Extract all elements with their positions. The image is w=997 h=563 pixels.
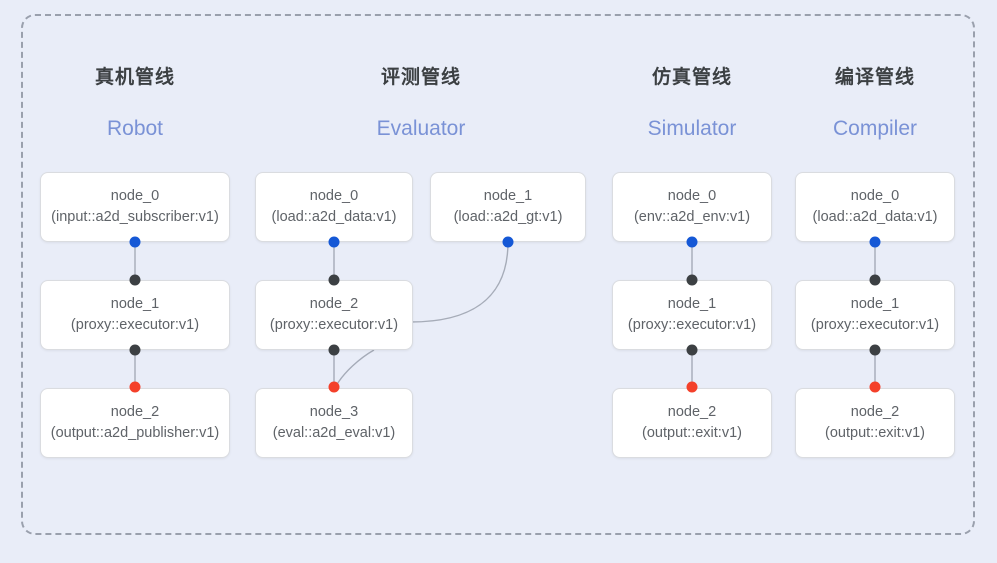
column-title-cn: 编译管线: [834, 67, 915, 88]
port-input-black[interactable]: [686, 274, 698, 286]
node-box[interactable]: node_0 (env::a2d_env:v1): [612, 172, 772, 242]
column-header-simulator: 仿真管线 Simulator: [582, 62, 802, 141]
column-header-evaluator: 评测管线 Evaluator: [311, 62, 531, 141]
node-type: (eval::a2d_eval:v1): [272, 425, 396, 441]
node-type: (proxy::executor:v1): [70, 317, 200, 333]
column-title-en: Robot: [106, 117, 164, 140]
column-header-compiler: 编译管线 Compiler: [765, 62, 985, 141]
column-title-cn: 真机管线: [94, 67, 175, 88]
node-box[interactable]: node_1 (load::a2d_gt:v1): [430, 172, 586, 242]
column-title-en: Compiler: [832, 117, 918, 140]
node-box[interactable]: node_1 (proxy::executor:v1): [40, 280, 230, 350]
port-output-blue[interactable]: [502, 236, 514, 248]
node-name: node_2: [309, 296, 359, 312]
column-title-cn: 仿真管线: [651, 67, 732, 88]
port-output-blue[interactable]: [869, 236, 881, 248]
port-input-black[interactable]: [328, 274, 340, 286]
node-type: (proxy::executor:v1): [269, 317, 399, 333]
node-name: node_2: [850, 404, 900, 420]
node-box[interactable]: node_0 (input::a2d_subscriber:v1): [40, 172, 230, 242]
port-input-black[interactable]: [869, 274, 881, 286]
node-box[interactable]: node_2 (output::exit:v1): [795, 388, 955, 458]
node-name: node_0: [309, 188, 359, 204]
node-type: (load::a2d_gt:v1): [453, 209, 563, 225]
column-title-cn: 评测管线: [380, 67, 461, 88]
node-type: (env::a2d_env:v1): [633, 209, 751, 225]
port-input-red[interactable]: [869, 381, 881, 393]
node-box[interactable]: node_1 (proxy::executor:v1): [612, 280, 772, 350]
node-box[interactable]: node_2 (output::a2d_publisher:v1): [40, 388, 230, 458]
port-output-black[interactable]: [869, 344, 881, 356]
node-name: node_1: [483, 188, 533, 204]
node-type: (proxy::executor:v1): [810, 317, 940, 333]
port-output-blue[interactable]: [129, 236, 141, 248]
node-box[interactable]: node_0 (load::a2d_data:v1): [795, 172, 955, 242]
node-name: node_0: [110, 188, 160, 204]
port-input-black[interactable]: [129, 274, 141, 286]
port-input-red[interactable]: [686, 381, 698, 393]
port-output-black[interactable]: [328, 344, 340, 356]
column-title-en: Evaluator: [376, 117, 466, 140]
node-type: (load::a2d_data:v1): [812, 209, 938, 225]
port-output-blue[interactable]: [328, 236, 340, 248]
node-box[interactable]: node_2 (proxy::executor:v1): [255, 280, 413, 350]
node-box[interactable]: node_3 (eval::a2d_eval:v1): [255, 388, 413, 458]
node-name: node_1: [850, 296, 900, 312]
port-output-black[interactable]: [129, 344, 141, 356]
port-output-black[interactable]: [686, 344, 698, 356]
node-box[interactable]: node_2 (output::exit:v1): [612, 388, 772, 458]
port-input-red[interactable]: [328, 381, 340, 393]
node-type: (output::exit:v1): [825, 425, 925, 441]
column-title-en: Simulator: [647, 117, 737, 140]
node-type: (output::a2d_publisher:v1): [50, 425, 220, 441]
node-type: (output::exit:v1): [642, 425, 742, 441]
node-name: node_2: [667, 404, 717, 420]
node-type: (load::a2d_data:v1): [271, 209, 397, 225]
port-input-red[interactable]: [129, 381, 141, 393]
port-output-blue[interactable]: [686, 236, 698, 248]
node-box[interactable]: node_0 (load::a2d_data:v1): [255, 172, 413, 242]
node-name: node_0: [667, 188, 717, 204]
node-box[interactable]: node_1 (proxy::executor:v1): [795, 280, 955, 350]
node-name: node_0: [850, 188, 900, 204]
node-type: (input::a2d_subscriber:v1): [51, 209, 219, 225]
node-name: node_1: [667, 296, 717, 312]
node-type: (proxy::executor:v1): [627, 317, 757, 333]
node-name: node_1: [110, 296, 160, 312]
node-name: node_2: [110, 404, 160, 420]
node-name: node_3: [309, 404, 359, 420]
column-header-robot: 真机管线 Robot: [25, 62, 245, 141]
